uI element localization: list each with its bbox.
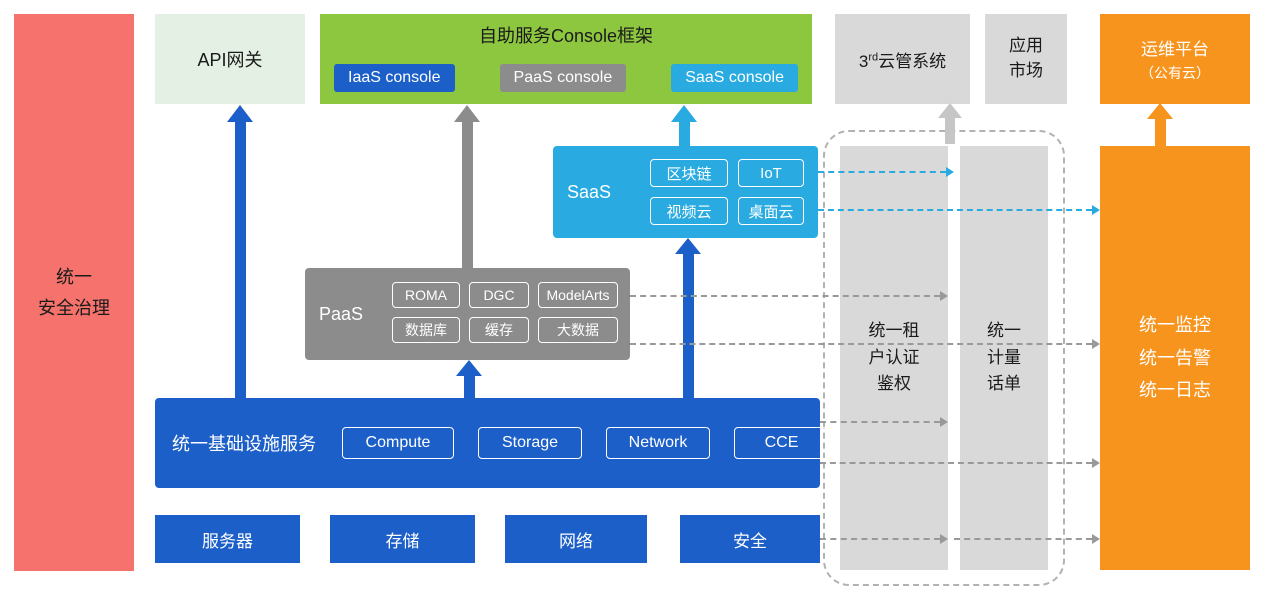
infra-chip-cce: CCE — [734, 427, 829, 459]
security-governance-panel: 统一 安全治理 — [14, 14, 134, 571]
hardware-box-server: 服务器 — [155, 515, 300, 563]
saas-box: SaaS 区块链 IoT 视频云 桌面云 — [553, 146, 818, 238]
paas-chip-dgc: DGC — [469, 282, 529, 308]
paas-box: PaaS ROMA DGC ModelArts 数据库 缓存 大数据 — [305, 268, 630, 360]
monitoring-panel: 统一监控 统一告警 统一日志 — [1100, 146, 1250, 570]
paas-chip-grid: ROMA DGC ModelArts 数据库 缓存 大数据 — [392, 282, 618, 343]
third-party-cloud-box: 3rd云管系统 — [835, 14, 970, 104]
console-frame-box: 自助服务Console框架 IaaS console PaaS console … — [320, 14, 812, 104]
paas-console-chip: PaaS console — [499, 64, 627, 92]
tenant-auth-bar: 统一租 户认证 鉴权 — [840, 146, 948, 570]
infrastructure-label: 统一基础设施服务 — [172, 434, 316, 454]
saas-chip-grid: 区块链 IoT 视频云 桌面云 — [650, 159, 804, 225]
third-party-cloud-label: 3rd云管系统 — [858, 50, 947, 71]
saas-chip-iot: IoT — [738, 159, 804, 187]
infra-chip-network: Network — [606, 427, 710, 459]
iaas-console-chip: IaaS console — [334, 64, 455, 92]
saas-console-chip: SaaS console — [671, 64, 798, 92]
saas-chip-video-cloud: 视频云 — [650, 197, 728, 225]
console-frame-title: 自助服务Console框架 — [478, 26, 654, 46]
hardware-box-network: 网络 — [505, 515, 647, 563]
paas-chip-cache: 缓存 — [469, 317, 529, 343]
metering-bar: 统一 计量 话单 — [960, 146, 1048, 570]
api-gateway-box: API网关 — [155, 14, 305, 104]
saas-chip-desktop-cloud: 桌面云 — [738, 197, 804, 225]
paas-chip-bigdata: 大数据 — [538, 317, 618, 343]
hardware-box-security: 安全 — [680, 515, 820, 563]
console-chip-row: IaaS console PaaS console SaaS console — [334, 64, 798, 92]
infrastructure-chip-row: Compute Storage Network CCE — [342, 427, 829, 459]
app-market-box: 应用 市场 — [985, 14, 1067, 104]
infra-chip-compute: Compute — [342, 427, 454, 459]
shared-services-dashed-container — [823, 130, 1065, 586]
paas-chip-modelarts: ModelArts — [538, 282, 618, 308]
om-platform-line1: 运维平台 — [1141, 40, 1209, 59]
saas-label: SaaS — [567, 181, 612, 202]
paas-label: PaaS — [319, 303, 364, 324]
om-platform-box: 运维平台 （公有云） — [1100, 14, 1250, 104]
om-platform-line2: （公有云） — [1140, 65, 1210, 81]
infra-chip-storage: Storage — [478, 427, 582, 459]
saas-chip-blockchain: 区块链 — [650, 159, 728, 187]
hardware-box-storage: 存储 — [330, 515, 475, 563]
infrastructure-box: 统一基础设施服务 Compute Storage Network CCE — [155, 398, 829, 488]
paas-chip-database: 数据库 — [392, 317, 460, 343]
paas-chip-roma: ROMA — [392, 282, 460, 308]
